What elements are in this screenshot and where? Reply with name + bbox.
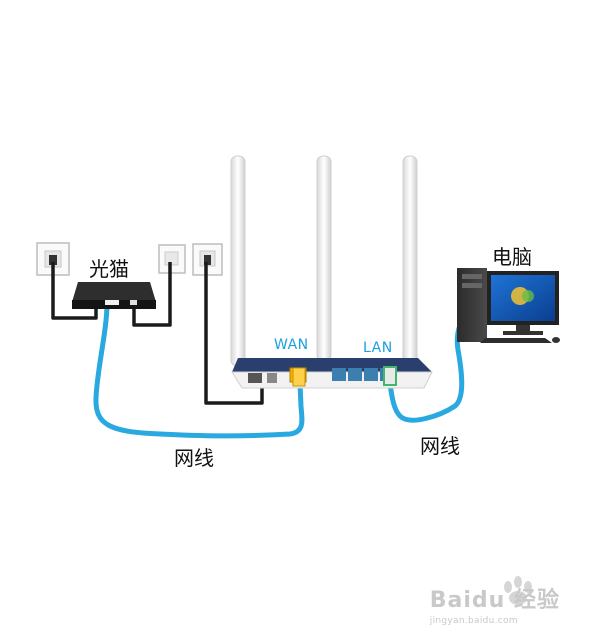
- lan-port-label: LAN: [363, 340, 393, 356]
- computer-label: 电脑: [492, 245, 532, 269]
- watermark-brand: Baidu 经验: [429, 588, 560, 613]
- router-icon: [231, 358, 433, 389]
- wall-socket-middle-icon: [158, 244, 186, 274]
- modem-label: 光猫: [89, 257, 129, 281]
- cable-label-left: 网线: [174, 446, 214, 470]
- router-antennas-icon: [230, 155, 418, 367]
- baidu-paw-icon: [504, 576, 532, 605]
- wan-plug-icon: [292, 367, 306, 387]
- wan-port-label: WAN: [274, 337, 309, 353]
- network-cable-modem-to-wan: [93, 301, 305, 439]
- lan-plug-icon: [383, 366, 397, 386]
- cable-label-right: 网线: [420, 434, 460, 458]
- optical-modem-icon: [72, 282, 156, 309]
- watermark: Baidu 经验 jingyan.baidu.com: [430, 582, 560, 626]
- router-power-cord: [204, 262, 264, 405]
- watermark-url: jingyan.baidu.com: [429, 616, 518, 626]
- modem-left-cord: [51, 262, 98, 320]
- computer-icon: [457, 268, 560, 343]
- modem-right-cord: [132, 262, 172, 327]
